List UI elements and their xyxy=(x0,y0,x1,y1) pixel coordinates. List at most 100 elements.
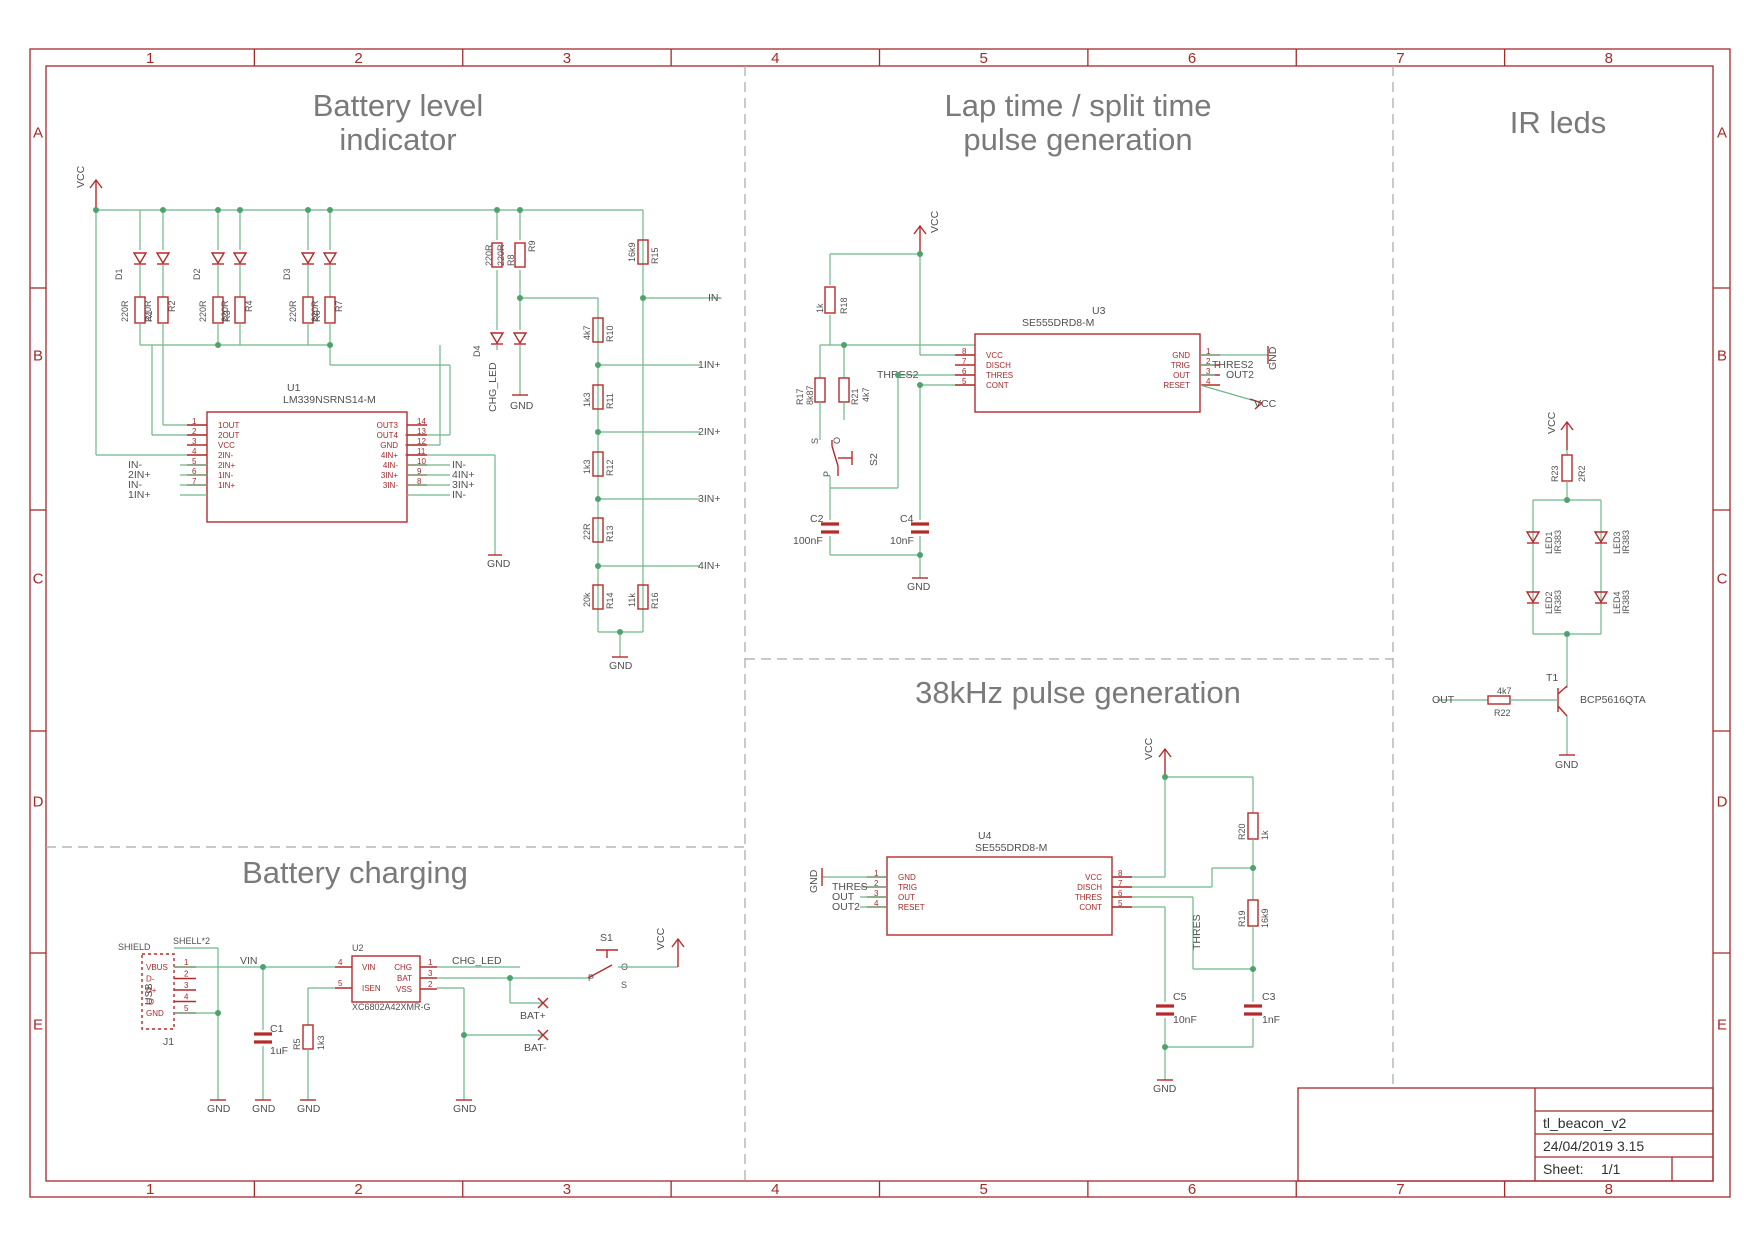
pin-number: 1 xyxy=(192,417,197,426)
resistor-name: R14 xyxy=(605,592,615,609)
sheet-number: 1/1 xyxy=(1601,1161,1621,1177)
svg-text:1uF: 1uF xyxy=(270,1045,288,1057)
pin-name: CONT xyxy=(1079,903,1102,912)
title-block: tl_beacon_v2 24/04/2019 3.15 Sheet: 1/1 xyxy=(1297,1087,1714,1182)
zone-label-bottom: 5 xyxy=(980,1181,988,1198)
zone-label-top: 1 xyxy=(146,50,154,67)
junction-dot xyxy=(640,295,646,301)
net-vin: VIN xyxy=(240,955,258,967)
pin-number: 4 xyxy=(338,958,343,967)
svg-text:SE555DRD8-M: SE555DRD8-M xyxy=(975,842,1047,854)
pin-name: 1OUT xyxy=(218,421,239,430)
gnd-ladder: GND xyxy=(609,660,633,672)
pin-name: THRES xyxy=(1075,893,1102,902)
vcc-symbol: VCC xyxy=(75,165,103,210)
resistor-value: 4k7 xyxy=(582,325,592,340)
junction-dot xyxy=(1162,1044,1168,1050)
svg-text:R19: R19 xyxy=(1237,910,1247,927)
pin-number: 6 xyxy=(962,367,967,376)
net-out2-a: OUT2 xyxy=(1226,369,1254,381)
pin-number: 8 xyxy=(962,347,967,356)
resistor-value: 220R xyxy=(143,300,153,322)
zone-label-right: C xyxy=(1717,571,1728,588)
resistor-name: R16 xyxy=(650,592,660,609)
pin-name: ID xyxy=(146,998,154,1007)
zone-label-right: E xyxy=(1717,1017,1727,1034)
junction-dot xyxy=(1250,966,1256,972)
net-out-b: OUT xyxy=(832,891,855,903)
junction-dot xyxy=(327,342,333,348)
junction-dot xyxy=(595,496,601,502)
svg-text:SHELL*2: SHELL*2 xyxy=(173,936,210,946)
svg-text:T1: T1 xyxy=(1546,672,1558,684)
svg-text:P: P xyxy=(588,973,594,983)
chg-led-column: 220R R8 220R R9 GND CHG_LED D4 xyxy=(472,210,537,412)
svg-text:R23: R23 xyxy=(1550,465,1560,482)
pin-number: 10 xyxy=(417,457,426,466)
pin-name: OUT4 xyxy=(377,431,399,440)
resistor-name: R3 xyxy=(222,310,232,322)
net-4in-plus-a: 4IN+ xyxy=(452,469,474,481)
switch-s1: S1 P O S xyxy=(587,932,628,990)
zone-label-bottom: 4 xyxy=(771,1181,779,1198)
net-1in-plus-b: 1IN+ xyxy=(698,359,720,371)
pin-name: 2IN- xyxy=(218,451,233,460)
ir-led-led2 xyxy=(1525,591,1541,604)
zone-label-bottom: 6 xyxy=(1188,1181,1196,1198)
pin-name: GND xyxy=(380,441,398,450)
pin-name: ISEN xyxy=(362,984,381,993)
svg-text:C1: C1 xyxy=(270,1023,284,1035)
pin-name: TRIG xyxy=(1171,361,1190,370)
zone-label-top: 8 xyxy=(1605,50,1613,67)
diode-name: D1 xyxy=(114,268,124,280)
junction-dot xyxy=(895,372,901,378)
pin-number: 4 xyxy=(192,447,197,456)
led-value: IR383 xyxy=(1553,530,1563,554)
section-title-ir-leds: IR leds xyxy=(1510,105,1606,140)
svg-text:C2: C2 xyxy=(810,513,824,525)
svg-text:1nF: 1nF xyxy=(1262,1014,1280,1026)
battery-charging-circuit: SHIELD SHELL*2 USB J1 1VBUS2D-3D+4ID5GND… xyxy=(118,927,685,1115)
resistor-value: 220R xyxy=(120,300,130,322)
svg-text:1k: 1k xyxy=(815,303,825,313)
svg-text:S2: S2 xyxy=(868,453,880,466)
pin-number: 12 xyxy=(417,437,426,446)
junction-dot xyxy=(461,1032,467,1038)
resistor-value: 220R xyxy=(198,300,208,322)
svg-text:S1: S1 xyxy=(600,932,613,944)
led-value: IR383 xyxy=(1621,590,1631,614)
svg-text:VCC: VCC xyxy=(655,927,667,950)
pin-name: 3IN+ xyxy=(381,471,398,480)
svg-text:VCC: VCC xyxy=(1546,411,1558,434)
resistor-name: R2 xyxy=(167,300,177,312)
led-name: LED1 xyxy=(1544,531,1554,554)
net-3in-plus-b: 3IN+ xyxy=(698,493,720,505)
pin-number: 13 xyxy=(417,427,426,436)
pin-name: TRIG xyxy=(898,883,917,892)
pin-number: 5 xyxy=(962,377,967,386)
pin-number: 5 xyxy=(338,979,343,988)
section-title-lap-time-line1: Lap time / split time xyxy=(944,88,1211,123)
pin-number: 4 xyxy=(184,993,189,1002)
resistor-value: 11k xyxy=(627,593,637,607)
svg-text:VCC: VCC xyxy=(1143,737,1155,760)
resistor-name: R4 xyxy=(244,300,254,312)
svg-text:C4: C4 xyxy=(900,513,914,525)
pin-number: 2 xyxy=(184,970,189,979)
led-diode xyxy=(322,252,338,265)
junction-dot xyxy=(327,207,333,213)
svg-text:GND: GND xyxy=(1267,346,1279,370)
pin-number: 3 xyxy=(184,981,189,990)
svg-text:220R: 220R xyxy=(484,244,494,266)
svg-text:SHIELD: SHIELD xyxy=(118,942,151,952)
gnd-u3: GND xyxy=(907,581,931,593)
pin-number: 8 xyxy=(1118,869,1123,878)
pin-number: 4 xyxy=(1206,377,1211,386)
svg-text:R20: R20 xyxy=(1237,823,1247,840)
junction-dot xyxy=(215,207,221,213)
